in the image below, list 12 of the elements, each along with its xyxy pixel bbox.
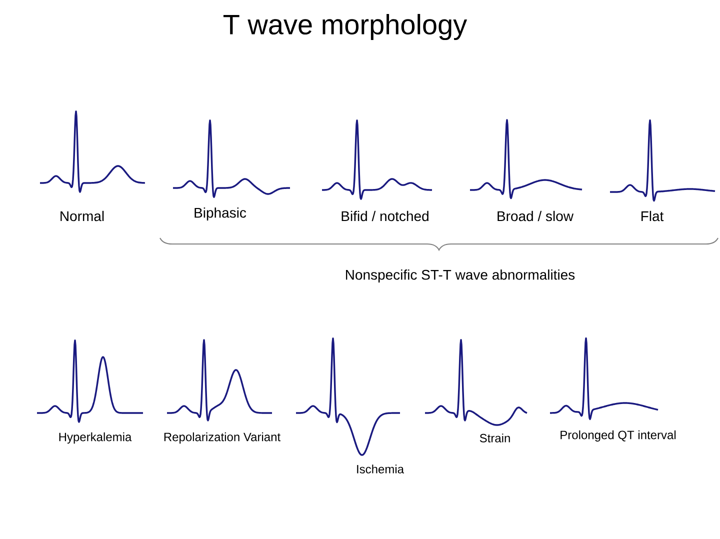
- waveform-label: Flat: [642, 210, 664, 222]
- waveform-label: Bifid / notched: [342, 210, 428, 222]
- waveform-label: Broad / slow: [498, 210, 574, 222]
- waveform-label: Strain: [480, 434, 510, 442]
- waveform-label: Prolonged QT interval: [560, 430, 676, 442]
- bracket-label: Nonspecific ST-T wave abnormalities: [346, 269, 575, 283]
- waveform-label: Hyperkalemia: [59, 432, 132, 444]
- waveform-label: Ischemia: [357, 464, 404, 474]
- waveform-label: Biphasic: [194, 207, 246, 221]
- waveform-label: Normal: [60, 210, 104, 222]
- title: T wave morphology: [223, 14, 468, 40]
- waveform-label: Repolarization Variant: [164, 432, 280, 444]
